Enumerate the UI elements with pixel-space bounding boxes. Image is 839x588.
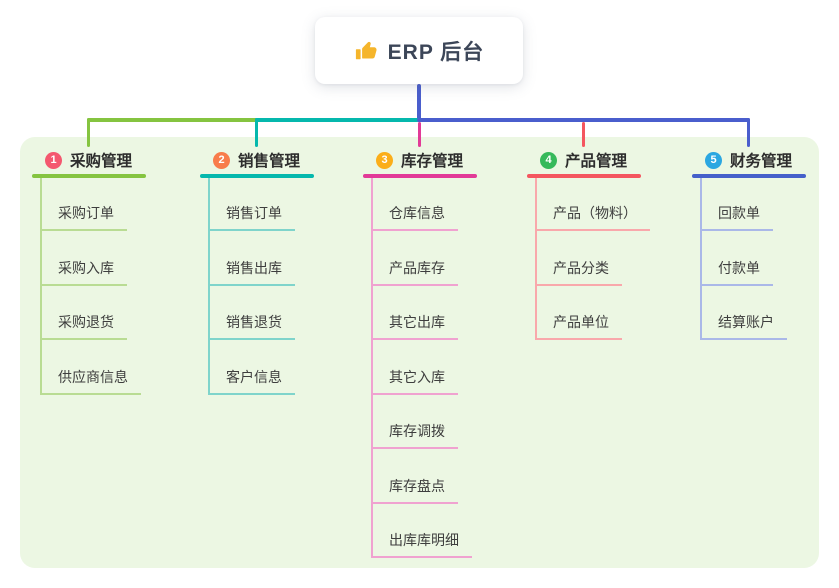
child-node[interactable]: 产品（物料） [535, 203, 650, 231]
connector-drop-branch-3 [418, 122, 421, 147]
branch-number-badge: 4 [540, 151, 557, 169]
branch-underline-4 [527, 174, 641, 178]
child-node[interactable]: 其它入库 [371, 367, 458, 395]
connector-drop-branch-2 [255, 118, 258, 147]
branch-title-label: 库存管理 [401, 153, 464, 170]
thumbs-up-icon [354, 39, 378, 63]
connector-drop-branch-5 [747, 118, 750, 147]
branch-underline-3 [363, 174, 477, 178]
branch-title-label: 采购管理 [70, 153, 133, 170]
child-node[interactable]: 采购订单 [40, 203, 127, 231]
child-node[interactable]: 结算账户 [700, 312, 787, 340]
thumbs-up-path [355, 41, 377, 59]
branch-title-4[interactable]: 4 产品管理 [527, 149, 627, 171]
branch-underline-2 [200, 174, 314, 178]
branch-spine-2 [208, 178, 210, 395]
child-node[interactable]: 销售出库 [208, 258, 295, 286]
branch-title-1[interactable]: 1 采购管理 [32, 149, 132, 171]
branch-underline-1 [32, 174, 146, 178]
child-node[interactable]: 销售订单 [208, 203, 295, 231]
branches-panel [20, 137, 819, 568]
branch-title-5[interactable]: 5 财务管理 [692, 149, 792, 171]
child-node[interactable]: 回款单 [700, 203, 773, 231]
branch-title-3[interactable]: 3 库存管理 [363, 149, 463, 171]
branch-title-2[interactable]: 2 销售管理 [200, 149, 300, 171]
connector-bar-green [87, 118, 258, 122]
connector-drop-branch-4 [582, 122, 585, 147]
connector-root-drop [417, 84, 421, 122]
branch-title-label: 财务管理 [730, 153, 793, 170]
root-node-label: ERP 后台 [387, 40, 485, 64]
branch-spine-3 [371, 178, 373, 558]
branch-number-badge: 5 [705, 151, 722, 169]
child-node[interactable]: 供应商信息 [40, 367, 141, 395]
child-node[interactable]: 仓库信息 [371, 203, 458, 231]
connector-bar-blue [417, 118, 750, 122]
branch-spine-1 [40, 178, 42, 395]
branch-title-label: 销售管理 [238, 153, 301, 170]
child-node[interactable]: 采购入库 [40, 258, 127, 286]
child-node[interactable]: 采购退货 [40, 312, 127, 340]
branch-spine-4 [535, 178, 537, 340]
child-node[interactable]: 产品库存 [371, 258, 458, 286]
root-node[interactable]: ERP 后台 [315, 17, 523, 84]
branch-number-badge: 2 [213, 151, 230, 169]
child-node[interactable]: 出库库明细 [371, 530, 472, 558]
branch-underline-5 [692, 174, 806, 178]
child-node[interactable]: 产品单位 [535, 312, 622, 340]
connector-bar-teal [255, 118, 419, 122]
child-node[interactable]: 销售退货 [208, 312, 295, 340]
branch-number-badge: 1 [45, 151, 62, 169]
child-node[interactable]: 库存调拨 [371, 421, 458, 449]
child-node[interactable]: 客户信息 [208, 367, 295, 395]
branch-spine-5 [700, 178, 702, 340]
branch-title-label: 产品管理 [565, 153, 628, 170]
child-node[interactable]: 产品分类 [535, 258, 622, 286]
child-node[interactable]: 库存盘点 [371, 476, 458, 504]
connector-drop-branch-1 [87, 118, 90, 147]
child-node[interactable]: 其它出库 [371, 312, 458, 340]
branch-number-badge: 3 [376, 151, 393, 169]
child-node[interactable]: 付款单 [700, 258, 773, 286]
